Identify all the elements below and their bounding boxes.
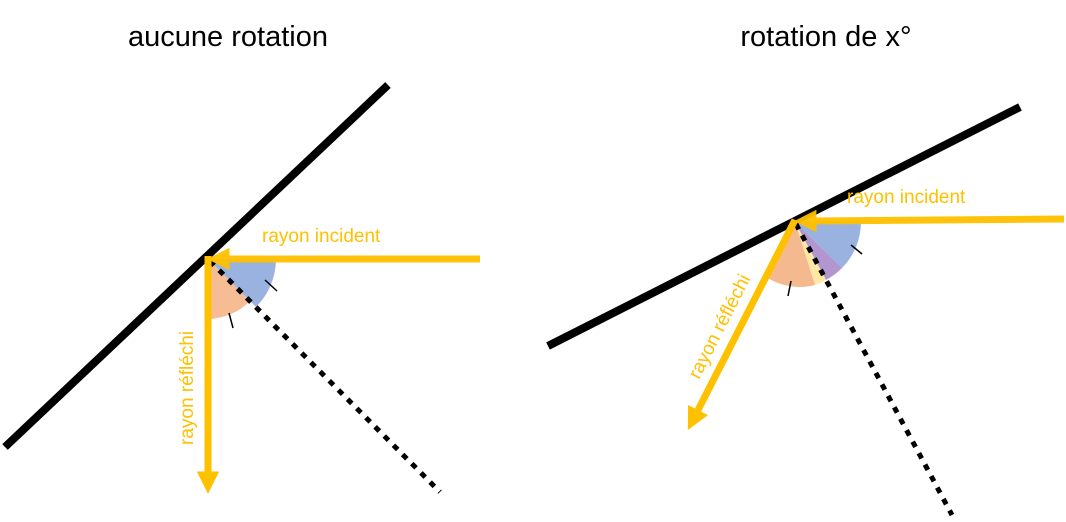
right-normal-dotted [793, 222, 955, 517]
left-tick-2 [228, 312, 234, 329]
right-tick-1 [850, 244, 863, 255]
left-angle-incident [208, 259, 276, 307]
left-tick-1 [264, 279, 278, 292]
right-incident-ray [794, 209, 1065, 233]
right-mirror [546, 103, 1022, 350]
left-normal-dotted [208, 259, 442, 494]
right-tick-2 [787, 280, 792, 297]
right-incident-label: rayon incident [847, 187, 966, 208]
left-angle-reflected [208, 259, 250, 319]
right-angle-incident [795, 222, 861, 268]
left-title: aucune rotation [128, 21, 328, 53]
right-angle-reflected [766, 222, 815, 287]
left-incident-label: rayon incident [262, 226, 381, 247]
left-mirror [2, 82, 391, 450]
left-reflected-label: rayon réfléchi [177, 331, 198, 445]
right-title: rotation de x° [740, 21, 911, 53]
right-angle-rotation [795, 222, 842, 280]
right-reflected-ray [687, 218, 799, 430]
